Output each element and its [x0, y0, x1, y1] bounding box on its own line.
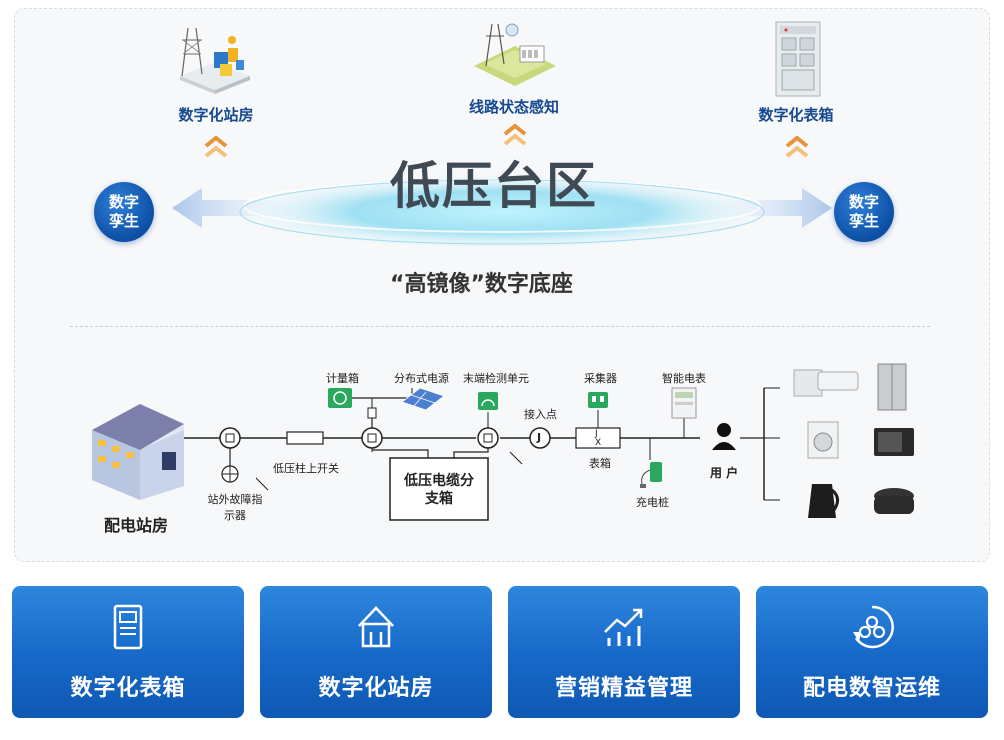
air-conditioner-icon — [793, 369, 859, 397]
label-smart-meter: 智能电表 — [662, 372, 706, 385]
substation-building — [92, 404, 184, 500]
smart-meter-icon — [671, 387, 697, 419]
label-meter-box-small: 表箱 — [589, 457, 611, 470]
label-access-point: 接入点 — [524, 408, 557, 421]
meter-cabinet-illustration — [775, 21, 821, 97]
card-label: 营销精益管理 — [554, 676, 693, 701]
meter-box-icon — [113, 604, 143, 650]
microwave-icon — [874, 428, 914, 456]
card-label: 配电数智运维 — [802, 676, 941, 701]
switch-node-2 — [361, 427, 383, 449]
label-pole-switch: 低压柱上开关 — [273, 462, 339, 475]
washing-machine-icon — [807, 421, 839, 459]
label-junction-j: J — [537, 431, 542, 444]
label-end-detection: 末端检测单元 — [463, 372, 529, 385]
collector-icon — [588, 392, 608, 408]
card-marketing[interactable]: 营销精益管理 — [508, 586, 740, 718]
label-meter-box: 计量箱 — [326, 372, 359, 385]
card-smart-ops[interactable]: 配电数智运维 — [756, 586, 988, 718]
digital-platform-disc — [172, 174, 832, 250]
end-detection-icon — [478, 392, 498, 410]
chevron-up-icon — [204, 136, 228, 158]
top-label-station: 数字化站房 — [178, 106, 254, 124]
line-sensing-illustration — [474, 23, 556, 86]
label-fault-indicator: 站外故障指示器 — [207, 493, 263, 522]
page-title: 低压台区 — [390, 157, 598, 215]
card-label: 数字化站房 — [318, 676, 434, 701]
switch-node-3 — [477, 427, 499, 449]
refrigerator-icon — [877, 363, 907, 411]
label-distributed-power: 分布式电源 — [394, 372, 449, 385]
distribution-diagram — [92, 363, 914, 521]
twin-badge-left: 数字孪生 — [94, 182, 154, 242]
solar-panel-icon — [401, 387, 445, 411]
charging-pile-icon — [640, 462, 662, 488]
chevron-up-icon — [785, 136, 809, 158]
top-label-line-sensing: 线路状态感知 — [468, 98, 560, 116]
chevron-up-icon — [503, 124, 527, 146]
feature-cards: 数字化表箱 数字化站房 营销精益管理 配电数智运维 — [12, 586, 992, 718]
top-label-meter-box: 数字化表箱 — [758, 106, 834, 124]
switch-node-1 — [219, 427, 241, 449]
station-illustration — [180, 27, 250, 94]
smart-ops-icon — [853, 605, 894, 649]
label-substation: 配电站房 — [104, 516, 169, 535]
kettle-icon — [808, 484, 839, 518]
card-station[interactable]: 数字化站房 — [260, 586, 492, 718]
user-icon — [712, 423, 736, 450]
label-box-x: X — [595, 438, 602, 448]
label-user: 用 户 — [710, 466, 739, 480]
twin-badge-right: 数字孪生 — [834, 182, 894, 242]
meter-box-icon — [328, 388, 352, 408]
card-meter-box[interactable]: 数字化表箱 — [12, 586, 244, 718]
twin-label: 数字孪生 — [108, 193, 139, 230]
rice-cooker-icon — [874, 488, 914, 514]
growth-chart-icon — [604, 608, 643, 646]
label-collector: 采集器 — [584, 372, 617, 385]
section-divider — [70, 326, 930, 327]
station-icon — [358, 606, 394, 648]
label-box-j: J — [595, 429, 598, 439]
card-label: 数字化表箱 — [70, 676, 186, 701]
twin-label: 数字孪生 — [848, 193, 879, 230]
subtitle: “高镜像”数字底座 — [390, 272, 573, 297]
label-branch-box: 低压电缆分支箱 — [404, 473, 474, 507]
junction-node — [529, 427, 551, 449]
label-charging-pile: 充电桩 — [636, 496, 669, 509]
